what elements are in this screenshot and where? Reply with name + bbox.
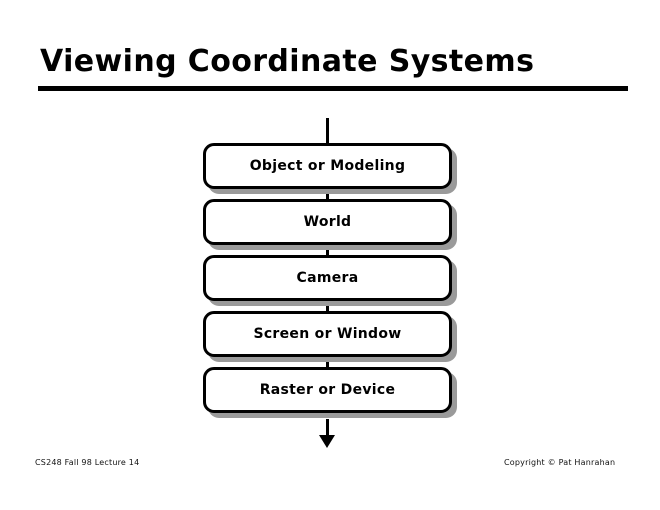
connector-line-entry [326, 118, 329, 144]
connector-line-4-5 [326, 354, 329, 368]
flow-box-world[interactable]: World [203, 199, 452, 245]
flow-box-label: Screen or Window [253, 326, 402, 342]
connector-line-2-3 [326, 242, 329, 256]
flow-box-raster-or-device[interactable]: Raster or Device [203, 367, 452, 413]
connector-line-1-2 [326, 186, 329, 200]
flow-box-screen-or-window[interactable]: Screen or Window [203, 311, 452, 357]
connector-line-3-4 [326, 298, 329, 312]
footer-copyright: Copyright © Pat Hanrahan [504, 458, 616, 467]
flow-box-label: World [303, 214, 352, 230]
flow-box-label: Object or Modeling [249, 158, 406, 174]
flow-box-label: Raster or Device [259, 382, 396, 398]
flow-box-label: Camera [296, 270, 359, 286]
title-underline-rule [38, 86, 628, 91]
flow-box-object-or-modeling[interactable]: Object or Modeling [203, 143, 452, 189]
flow-box-camera[interactable]: Camera [203, 255, 452, 301]
exit-arrow-shaft [326, 419, 329, 441]
footer-course-info: CS248 Fall 98 Lecture 14 [35, 458, 140, 467]
page-title: Viewing Coordinate Systems [40, 44, 535, 79]
exit-arrow-head-icon [319, 435, 335, 448]
